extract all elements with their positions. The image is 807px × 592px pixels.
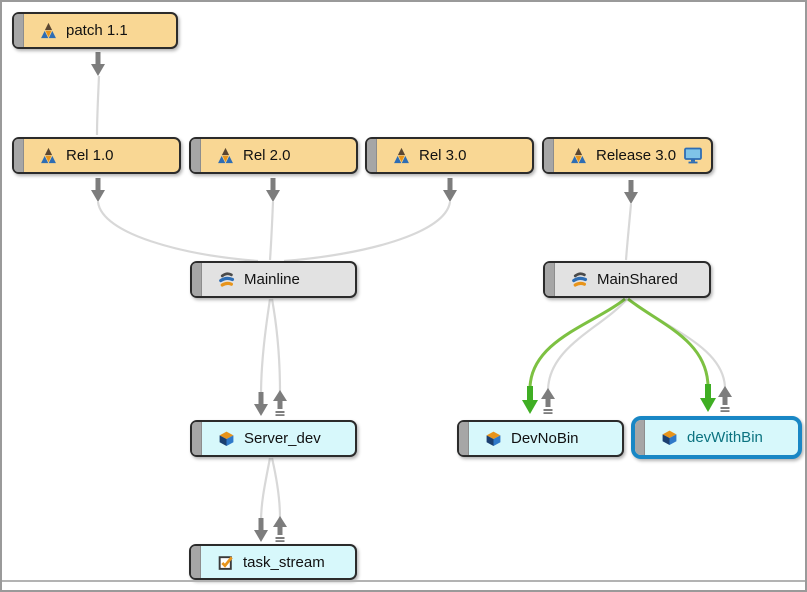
stream-node-label: Rel 1.0	[66, 147, 114, 164]
node-grip	[635, 420, 645, 455]
release-stream-icon	[40, 22, 57, 39]
stream-node-label: Server_dev	[244, 430, 321, 447]
node-grip	[192, 422, 202, 455]
stream-node-label: task_stream	[243, 553, 325, 571]
stream-node-label: Rel 3.0	[419, 147, 467, 164]
node-grip	[14, 14, 24, 47]
stream-node-rel-2-0[interactable]: Rel 2.0	[189, 137, 358, 174]
stream-node-server-dev[interactable]: Server_dev	[190, 420, 357, 457]
mainline-stream-icon	[571, 271, 588, 288]
node-grip	[367, 139, 377, 172]
stream-node-devwithbin[interactable]: devWithBin	[631, 416, 802, 459]
node-grip	[191, 139, 201, 172]
dev-stream-icon	[661, 429, 678, 446]
copy-up-arrows	[273, 386, 732, 542]
stream-node-label: Release 3.0	[596, 147, 677, 164]
canvas-bottom-divider	[2, 580, 805, 582]
release-stream-icon	[40, 147, 57, 164]
stream-node-rel-1-0[interactable]: Rel 1.0	[12, 137, 181, 174]
stream-node-rel-3-0[interactable]: Rel 3.0	[365, 137, 534, 174]
release-stream-icon	[570, 147, 587, 164]
node-grip	[459, 422, 469, 455]
stream-node-label: DevNoBin	[511, 430, 579, 447]
stream-node-label: Rel 2.0	[243, 147, 291, 164]
release-stream-icon	[393, 147, 410, 164]
node-grip	[545, 263, 555, 296]
node-grip	[192, 263, 202, 296]
mainline-stream-icon	[218, 271, 235, 288]
stream-node-label: patch 1.1	[66, 22, 128, 39]
node-grip	[544, 139, 554, 172]
node-grip	[14, 139, 24, 172]
stream-node-label: devWithBin	[687, 429, 763, 446]
stream-node-mainshared[interactable]: MainShared	[543, 261, 711, 298]
stream-node-patch-1-1[interactable]: patch 1.1	[12, 12, 178, 49]
workspace-monitor-icon	[684, 147, 702, 164]
node-grip	[191, 546, 201, 578]
dev-stream-icon	[218, 430, 235, 447]
stream-node-mainline[interactable]: Mainline	[190, 261, 357, 298]
stream-node-devnobin[interactable]: DevNoBin	[457, 420, 624, 457]
dev-stream-icon	[485, 430, 502, 447]
release-stream-icon	[217, 147, 234, 164]
stream-node-task-stream[interactable]: task_stream	[189, 544, 357, 580]
flow-curves-green	[528, 297, 710, 389]
stream-node-label: MainShared	[597, 271, 678, 288]
stream-node-release-3-0[interactable]: Release 3.0	[542, 137, 713, 174]
task-stream-icon	[217, 554, 234, 571]
stream-node-label: Mainline	[244, 271, 300, 288]
